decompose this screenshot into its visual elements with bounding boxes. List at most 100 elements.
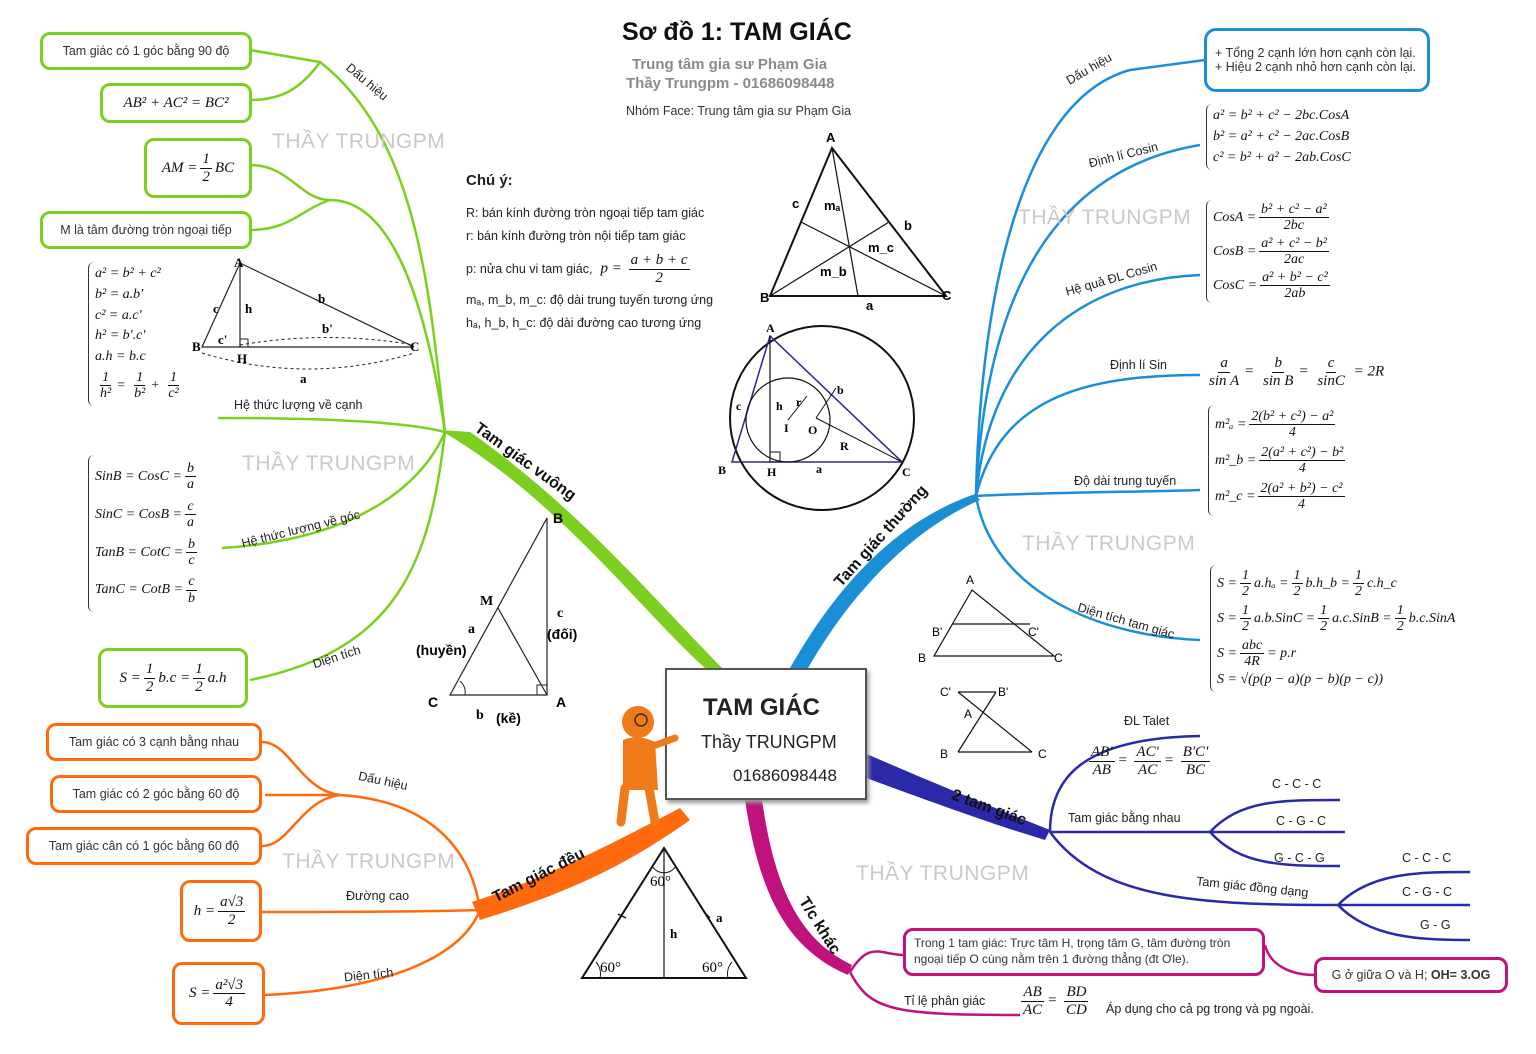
svg-text:C': C' (1028, 625, 1039, 639)
similar-case-1: C - C - C (1402, 851, 1452, 865)
svg-text:B: B (918, 651, 926, 665)
link-edge (217, 416, 446, 434)
right-triangle-figure: A B C H c h b b' c' a (192, 255, 419, 386)
right-edge-label: Hệ thức lượng về cạnh (234, 398, 363, 412)
watermark-5: THẦY TRUNGPM (1022, 532, 1196, 555)
svg-text:a: a (300, 371, 307, 386)
svg-text:b: b (837, 383, 844, 397)
link-eq-sign1 (261, 740, 482, 911)
link-sim-c1 (1337, 870, 1471, 906)
equilateral-figure: 60° 60° 60° h a (580, 846, 748, 979)
gen-cos-formulas: a² = b² + c² − 2bc.CosA b² = a² + c² − 2… (1206, 104, 1351, 171)
note-line-4: mₐ, m_b, m_c: độ dài trung tuyến tương ứ… (466, 293, 714, 307)
note-line-5: hₐ, h_b, h_c: độ dài đường cao tương ứng (466, 316, 702, 330)
svg-text:A: A (964, 707, 972, 721)
svg-text:B: B (760, 290, 769, 305)
link-circum (249, 198, 331, 232)
link-euler (848, 950, 906, 973)
svg-text:H: H (767, 465, 777, 479)
svg-text:60°: 60° (650, 874, 671, 890)
eq-height-label: Đường cao (346, 889, 410, 903)
svg-text:h: h (245, 301, 253, 316)
link-area (249, 431, 447, 682)
branch-general (790, 494, 980, 668)
svg-text:B: B (553, 510, 563, 526)
eq-sign-box-3: Tam giác cân có 1 góc bằng 60 độ (26, 827, 262, 865)
link-sign1 (249, 48, 447, 433)
svg-text:c: c (557, 606, 563, 621)
svg-text:a: a (468, 622, 475, 637)
svg-text:H: H (237, 351, 247, 366)
teacher-phone: Thầy Trungpm - 01686098448 (626, 75, 835, 92)
circle-figure: A B C H I O R r c b a h (718, 321, 915, 511)
watermark-2: THẦY TRUNGPM (242, 452, 416, 475)
link-talet (1048, 734, 1201, 833)
svg-text:B': B' (998, 685, 1008, 699)
svg-text:m_b: m_b (820, 264, 847, 279)
svg-text:B': B' (932, 625, 942, 639)
branch-right-triangle (440, 430, 722, 668)
svg-text:O: O (808, 423, 817, 437)
link-similar (1048, 831, 1339, 907)
center-title: TAM GIÁC (703, 694, 820, 721)
svg-text:a: a (716, 910, 723, 925)
link-eq-c3 (1209, 831, 1341, 868)
note-line-1: R: bán kính đường tròn ngoại tiếp tam gi… (466, 206, 705, 220)
equal-case-2: C - G - C (1276, 814, 1326, 828)
svg-text:A: A (766, 321, 775, 335)
gen-sin-label: Định lí Sin (1110, 358, 1167, 372)
right-sign-box-1: Tam giác có 1 góc bằng 90 độ (40, 32, 252, 70)
link-eq-c1 (1209, 798, 1341, 833)
eq-sign-box-2: Tam giác có 2 góc bằng 60 độ (50, 775, 262, 813)
watermark-4: THẦY TRUNGPM (1018, 206, 1192, 229)
svg-text:C: C (1054, 651, 1063, 665)
link-gen-median (975, 488, 1201, 498)
svg-text:h: h (776, 399, 783, 413)
center-phone: 01686098448 (733, 766, 838, 785)
svg-text:B: B (940, 747, 948, 761)
equal-case-1: C - C - C (1272, 777, 1322, 791)
link-eq-sign3 (261, 793, 341, 848)
talet-label: ĐL Talet (1124, 714, 1170, 728)
watermark-1: THẦY TRUNGPM (272, 130, 446, 153)
branch-equilateral (472, 808, 690, 920)
svg-text:b: b (904, 218, 912, 233)
talet-formula: AB'AB= AC'AC= B'C'BC (1089, 744, 1211, 778)
link-angle (221, 431, 447, 550)
link-eq-area (264, 909, 482, 997)
euler-box: Trong 1 tam giác: Trực tâm H, trọng tâm … (903, 928, 1265, 976)
svg-text:B: B (192, 339, 201, 354)
similar-case-3: G - G (1420, 918, 1451, 932)
facebook-group: Nhóm Face: Trung tâm gia sư Phạm Gia (626, 104, 852, 118)
svg-text:60°: 60° (600, 960, 621, 976)
svg-text:A: A (234, 255, 244, 270)
svg-text:c: c (213, 301, 219, 316)
link-sim-c3 (1337, 904, 1471, 942)
svg-text:A: A (966, 573, 974, 587)
eq-sign-box-1: Tam giác có 3 cạnh bằng nhau (46, 723, 262, 761)
svg-text:A: A (826, 130, 836, 145)
watermark-3: THẦY TRUNGPM (282, 850, 456, 873)
link-eq-height (261, 908, 481, 914)
ratio-label: Tỉ lệ phân giác (904, 994, 986, 1008)
equal-label: Tam giác bằng nhau (1068, 811, 1181, 825)
watermark-6: THẦY TRUNGPM (856, 862, 1030, 885)
svg-text:(huyền): (huyền) (416, 642, 467, 658)
svg-text:h: h (670, 926, 678, 941)
medians-figure: A B C c b a mₐ m_c m_b (760, 130, 952, 313)
link-gen-sin (974, 373, 1201, 497)
svg-text:A: A (556, 694, 566, 710)
notes-title: Chú ý: (466, 172, 513, 189)
svg-text:C: C (902, 465, 911, 479)
svg-text:a: a (816, 462, 822, 476)
link-gen-area (974, 495, 1201, 642)
svg-text:m_c: m_c (868, 240, 894, 255)
